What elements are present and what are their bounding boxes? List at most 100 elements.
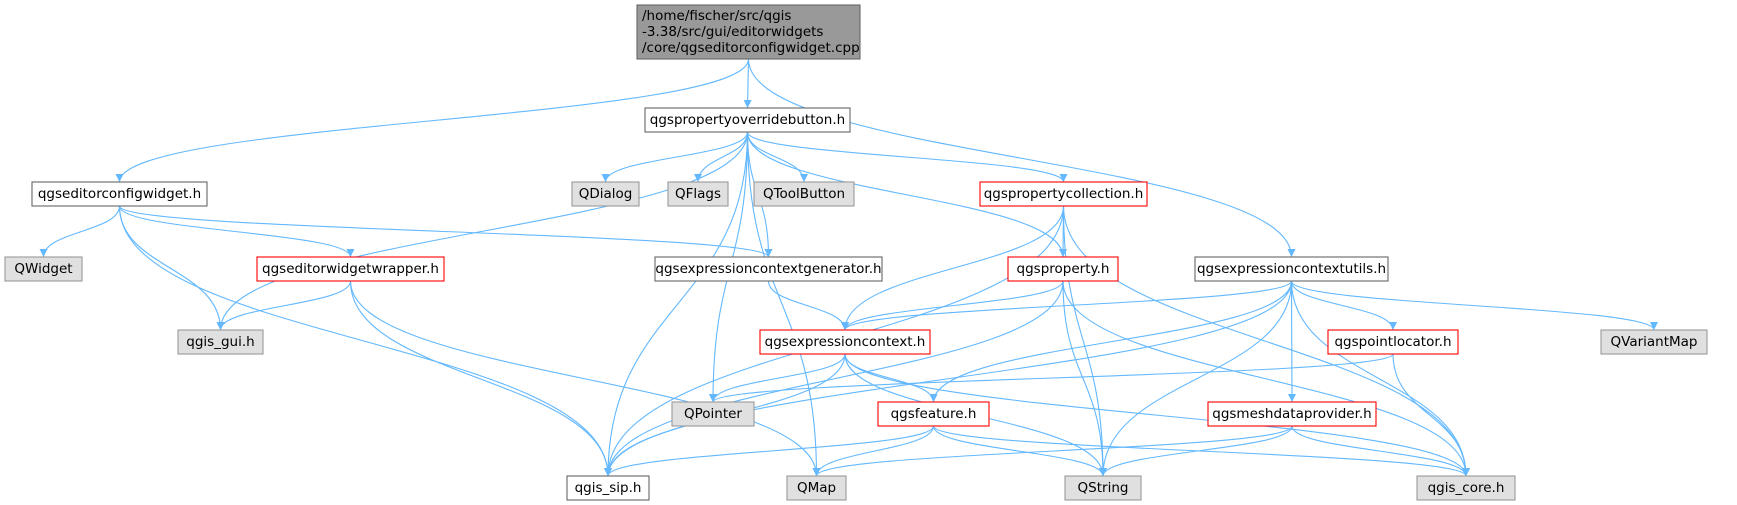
edge-qgsexpressioncontextutils-to-qgsmeshdataprovider	[1287, 280, 1296, 403]
node-label: QDialog	[579, 186, 633, 202]
edge-qgsexpressioncontextutils-to-qgspointlocator	[1290, 280, 1397, 331]
edge-qgsexpressioncontextutils-to-qstring	[1099, 280, 1293, 477]
node-qpointer: QPointer	[671, 401, 755, 427]
node-box	[671, 401, 755, 427]
node-label: /core/qgseditorconfigwidget.cpp	[642, 40, 860, 56]
edge-qgsexpressioncontextutils-to-qvariantmap	[1290, 280, 1658, 331]
node-root[interactable]: /home/fischer/src/qgis-3.38/src/gui/edit…	[636, 4, 861, 60]
node-label: qgis_core.h	[1428, 480, 1505, 496]
node-qgsexpressioncontextutils[interactable]: qgsexpressioncontextutils.h	[1194, 256, 1389, 282]
node-qgsmeshdataprovider[interactable]: qgsmeshdataprovider.h	[1207, 401, 1377, 427]
edge-qgseditorconfigwidget-to-qgis-gui	[118, 205, 225, 331]
node-label: qgseditorwidgetwrapper.h	[262, 261, 439, 277]
node-label: QVariantMap	[1611, 334, 1698, 350]
edge-qgspropertycollection-to-qgis-core	[1062, 205, 1470, 477]
edge-qgseditorwidgetwrapper-to-qmap	[349, 280, 821, 477]
node-label: qgspointlocator.h	[1334, 334, 1451, 350]
node-label: QFlags	[675, 186, 721, 202]
edge-root-to-qgsexpressioncontextutils	[747, 58, 1296, 258]
edge-root-to-qgspropertyoverridebutton	[743, 58, 752, 109]
edge-qgsmeshdataprovider-to-qstring	[1099, 425, 1293, 477]
node-qgsfeature[interactable]: qgsfeature.h	[877, 401, 990, 427]
node-label: qgis_sip.h	[575, 480, 642, 496]
node-box	[667, 181, 729, 207]
node-box	[877, 401, 990, 427]
node-label: QToolButton	[763, 186, 845, 202]
edge-qgspropertyoverridebutton-to-qtoolbutton	[746, 131, 808, 183]
node-qgsproperty[interactable]: qgsproperty.h	[1007, 256, 1119, 282]
node-box	[644, 107, 851, 133]
edge-qgsproperty-to-qgis-sip	[604, 280, 1064, 477]
node-box	[1007, 256, 1119, 282]
edge-qgseditorconfigwidget-to-qgseditorwidgetwrapper	[118, 205, 355, 258]
edge-qgsexpressioncontextutils-to-qgsfeature	[929, 280, 1293, 403]
node-label: -3.38/src/gui/editorwidgets	[642, 24, 823, 40]
node-qdialog: QDialog	[571, 181, 640, 207]
edge-qgsmeshdataprovider-to-qmap	[812, 425, 1293, 477]
node-label: QPointer	[684, 406, 742, 422]
edge-qgspointlocator-to-qgis-core	[1392, 353, 1470, 477]
node-box	[1064, 475, 1142, 501]
node-box	[256, 256, 445, 282]
edge-qgsfeature-to-qmap	[812, 425, 935, 477]
node-label: qgsexpressioncontext.h	[765, 334, 926, 350]
node-label: qgsproperty.h	[1017, 261, 1110, 277]
edge-qgspropertyoverridebutton-to-qmap	[746, 131, 821, 477]
edge-qgsexpressioncontextutils-to-qgis-sip	[604, 280, 1293, 477]
node-box	[636, 4, 861, 60]
node-qvariantmap: QVariantMap	[1600, 329, 1708, 355]
edge-qgsproperty-to-qstring	[1062, 280, 1107, 477]
node-qwidget: QWidget	[4, 256, 83, 282]
node-box	[1600, 329, 1708, 355]
edge-qgseditorwidgetwrapper-to-qgis-gui	[216, 280, 352, 331]
node-label: qgsfeature.h	[891, 406, 977, 422]
node-box	[571, 181, 640, 207]
edge-qgsmeshdataprovider-to-qgis-core	[1291, 425, 1470, 477]
edge-qgseditorconfigwidget-to-qwidget	[39, 205, 121, 258]
node-label: QWidget	[14, 261, 72, 277]
edge-qgsexpressioncontextutils-to-qgis-core	[1290, 280, 1470, 477]
edge-qgsexpressioncontext-to-qgis-core	[844, 353, 1470, 477]
edge-qgspropertyoverridebutton-to-qgis-sip	[604, 131, 749, 477]
node-box	[753, 181, 855, 207]
edge-qgsproperty-to-qgis-core	[1062, 280, 1470, 477]
edge-qgseditorconfigwidget-to-qgsexpressioncontextgenerator	[118, 205, 773, 258]
node-qstring: QString	[1064, 475, 1142, 501]
node-label: qgseditorconfigwidget.h	[38, 186, 201, 202]
node-label: qgspropertyoverridebutton.h	[650, 112, 845, 128]
edge-qgsexpressioncontext-to-qgsfeature	[844, 353, 938, 403]
node-box	[1207, 401, 1377, 427]
node-qgsexpressioncontextgenerator[interactable]: qgsexpressioncontextgenerator.h	[654, 256, 883, 282]
node-box	[177, 329, 264, 355]
edge-qgsfeature-to-qstring	[932, 425, 1107, 477]
node-box	[654, 256, 883, 282]
edge-qgsexpressioncontextgenerator-to-qgsexpressioncontext	[767, 280, 849, 331]
node-label: qgspropertycollection.h	[984, 186, 1144, 202]
node-qgspointlocator[interactable]: qgspointlocator.h	[1327, 329, 1459, 355]
node-box	[1327, 329, 1459, 355]
node-box	[31, 181, 208, 207]
node-qgis-sip[interactable]: qgis_sip.h	[566, 475, 650, 501]
node-qgis-core: qgis_core.h	[1416, 475, 1516, 501]
edge-qgspropertyoverridebutton-to-qdialog	[601, 131, 749, 183]
edge-qgsfeature-to-qgis-sip	[604, 425, 935, 477]
edge-qgspropertycollection-to-qgsexpressioncontext	[841, 205, 1065, 331]
node-box	[4, 256, 83, 282]
edge-qgsexpressioncontextutils-to-qgsexpressioncontext	[841, 280, 1293, 331]
node-qgspropertycollection[interactable]: qgspropertycollection.h	[979, 181, 1148, 207]
node-label: qgis_gui.h	[186, 334, 254, 350]
node-qmap: QMap	[786, 475, 847, 501]
node-box	[786, 475, 847, 501]
node-qgsexpressioncontext[interactable]: qgsexpressioncontext.h	[759, 329, 931, 355]
nodes-layer: /home/fischer/src/qgis-3.38/src/gui/edit…	[4, 4, 1708, 501]
node-label: qgsexpressioncontextutils.h	[1197, 261, 1386, 277]
edge-qgspointlocator-to-qpointer	[709, 353, 1394, 403]
edge-root-to-qgseditorconfigwidget	[115, 58, 750, 183]
node-box	[1194, 256, 1389, 282]
node-qgspropertyoverridebutton[interactable]: qgspropertyoverridebutton.h	[644, 107, 851, 133]
node-qgseditorconfigwidget[interactable]: qgseditorconfigwidget.h	[31, 181, 208, 207]
node-label: qgsmeshdataprovider.h	[1212, 406, 1371, 422]
node-qgseditorwidgetwrapper[interactable]: qgseditorwidgetwrapper.h	[256, 256, 445, 282]
node-box	[1416, 475, 1516, 501]
node-label: qgsexpressioncontextgenerator.h	[655, 261, 881, 277]
